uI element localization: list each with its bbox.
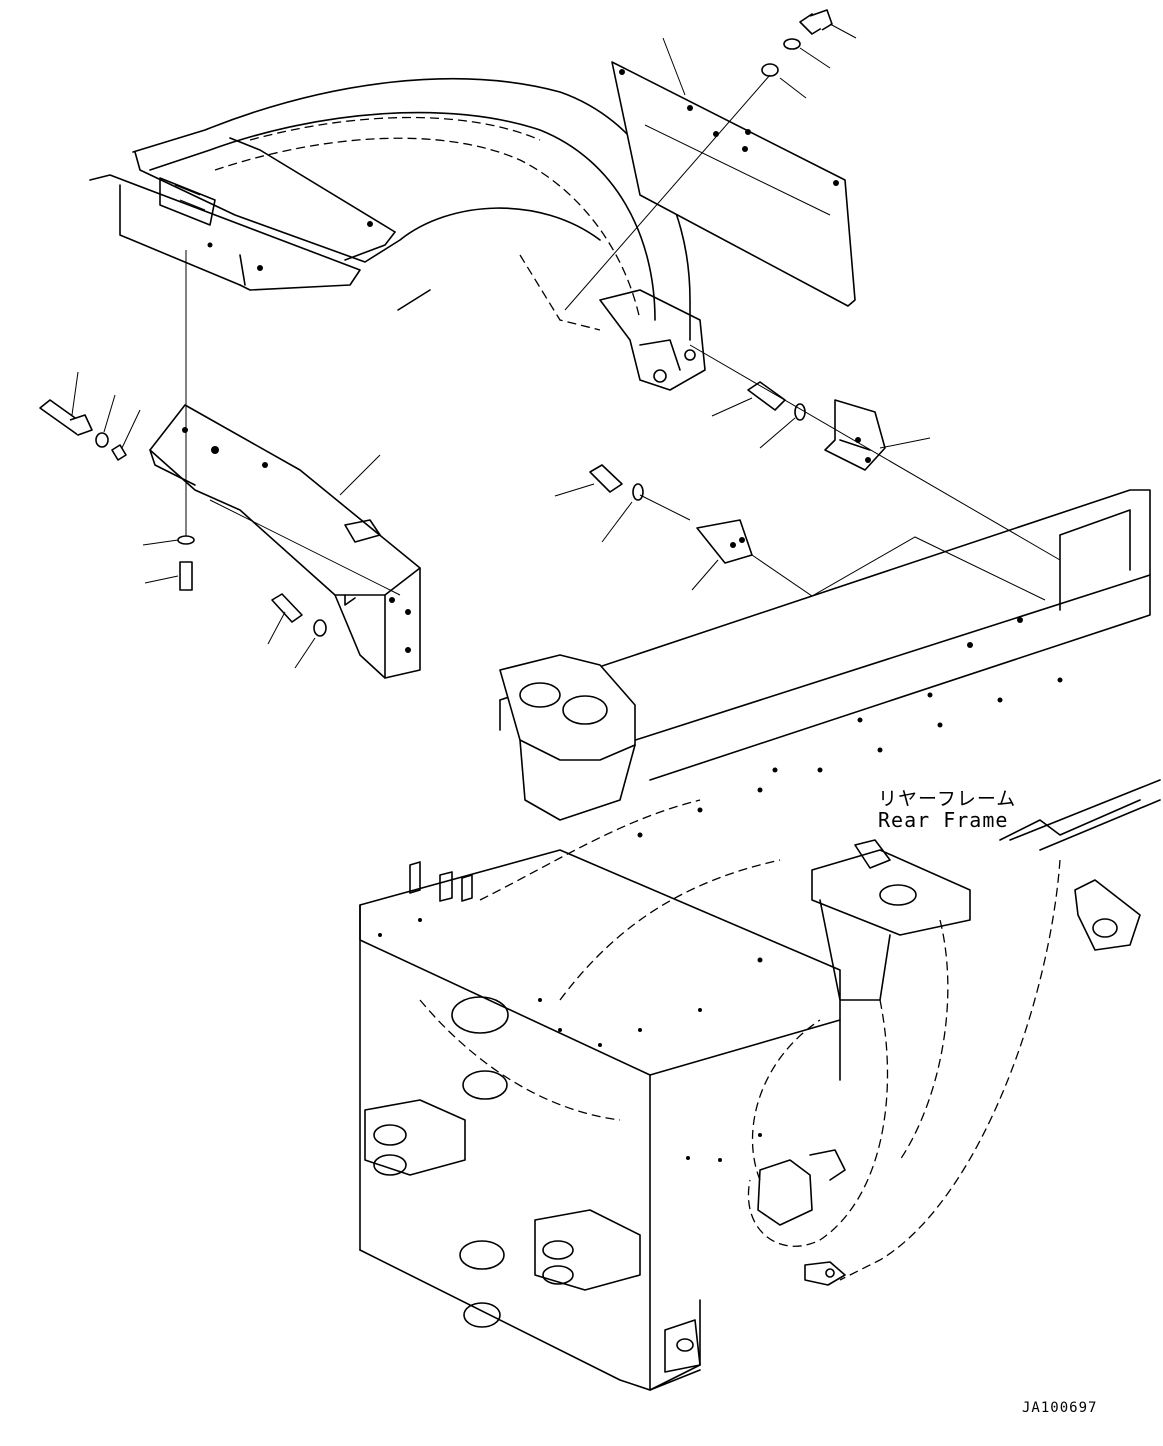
fender-part — [89, 77, 706, 391]
figure-code: JA100697 — [1022, 1400, 1098, 1416]
bolt-set-middle — [554, 381, 806, 543]
bolt-set-left — [39, 371, 327, 669]
bracket-part — [149, 250, 421, 679]
small-bracket-left — [691, 519, 1046, 601]
rear-frame-label-en: Rear Frame — [878, 808, 1009, 832]
mud-flap-part — [611, 37, 856, 307]
bolt-set-top — [564, 9, 857, 311]
rear-frame-label-jp: リヤーフレーム — [878, 788, 1017, 810]
small-bracket-right — [689, 344, 1061, 561]
rear-frame-part — [359, 489, 1161, 1391]
